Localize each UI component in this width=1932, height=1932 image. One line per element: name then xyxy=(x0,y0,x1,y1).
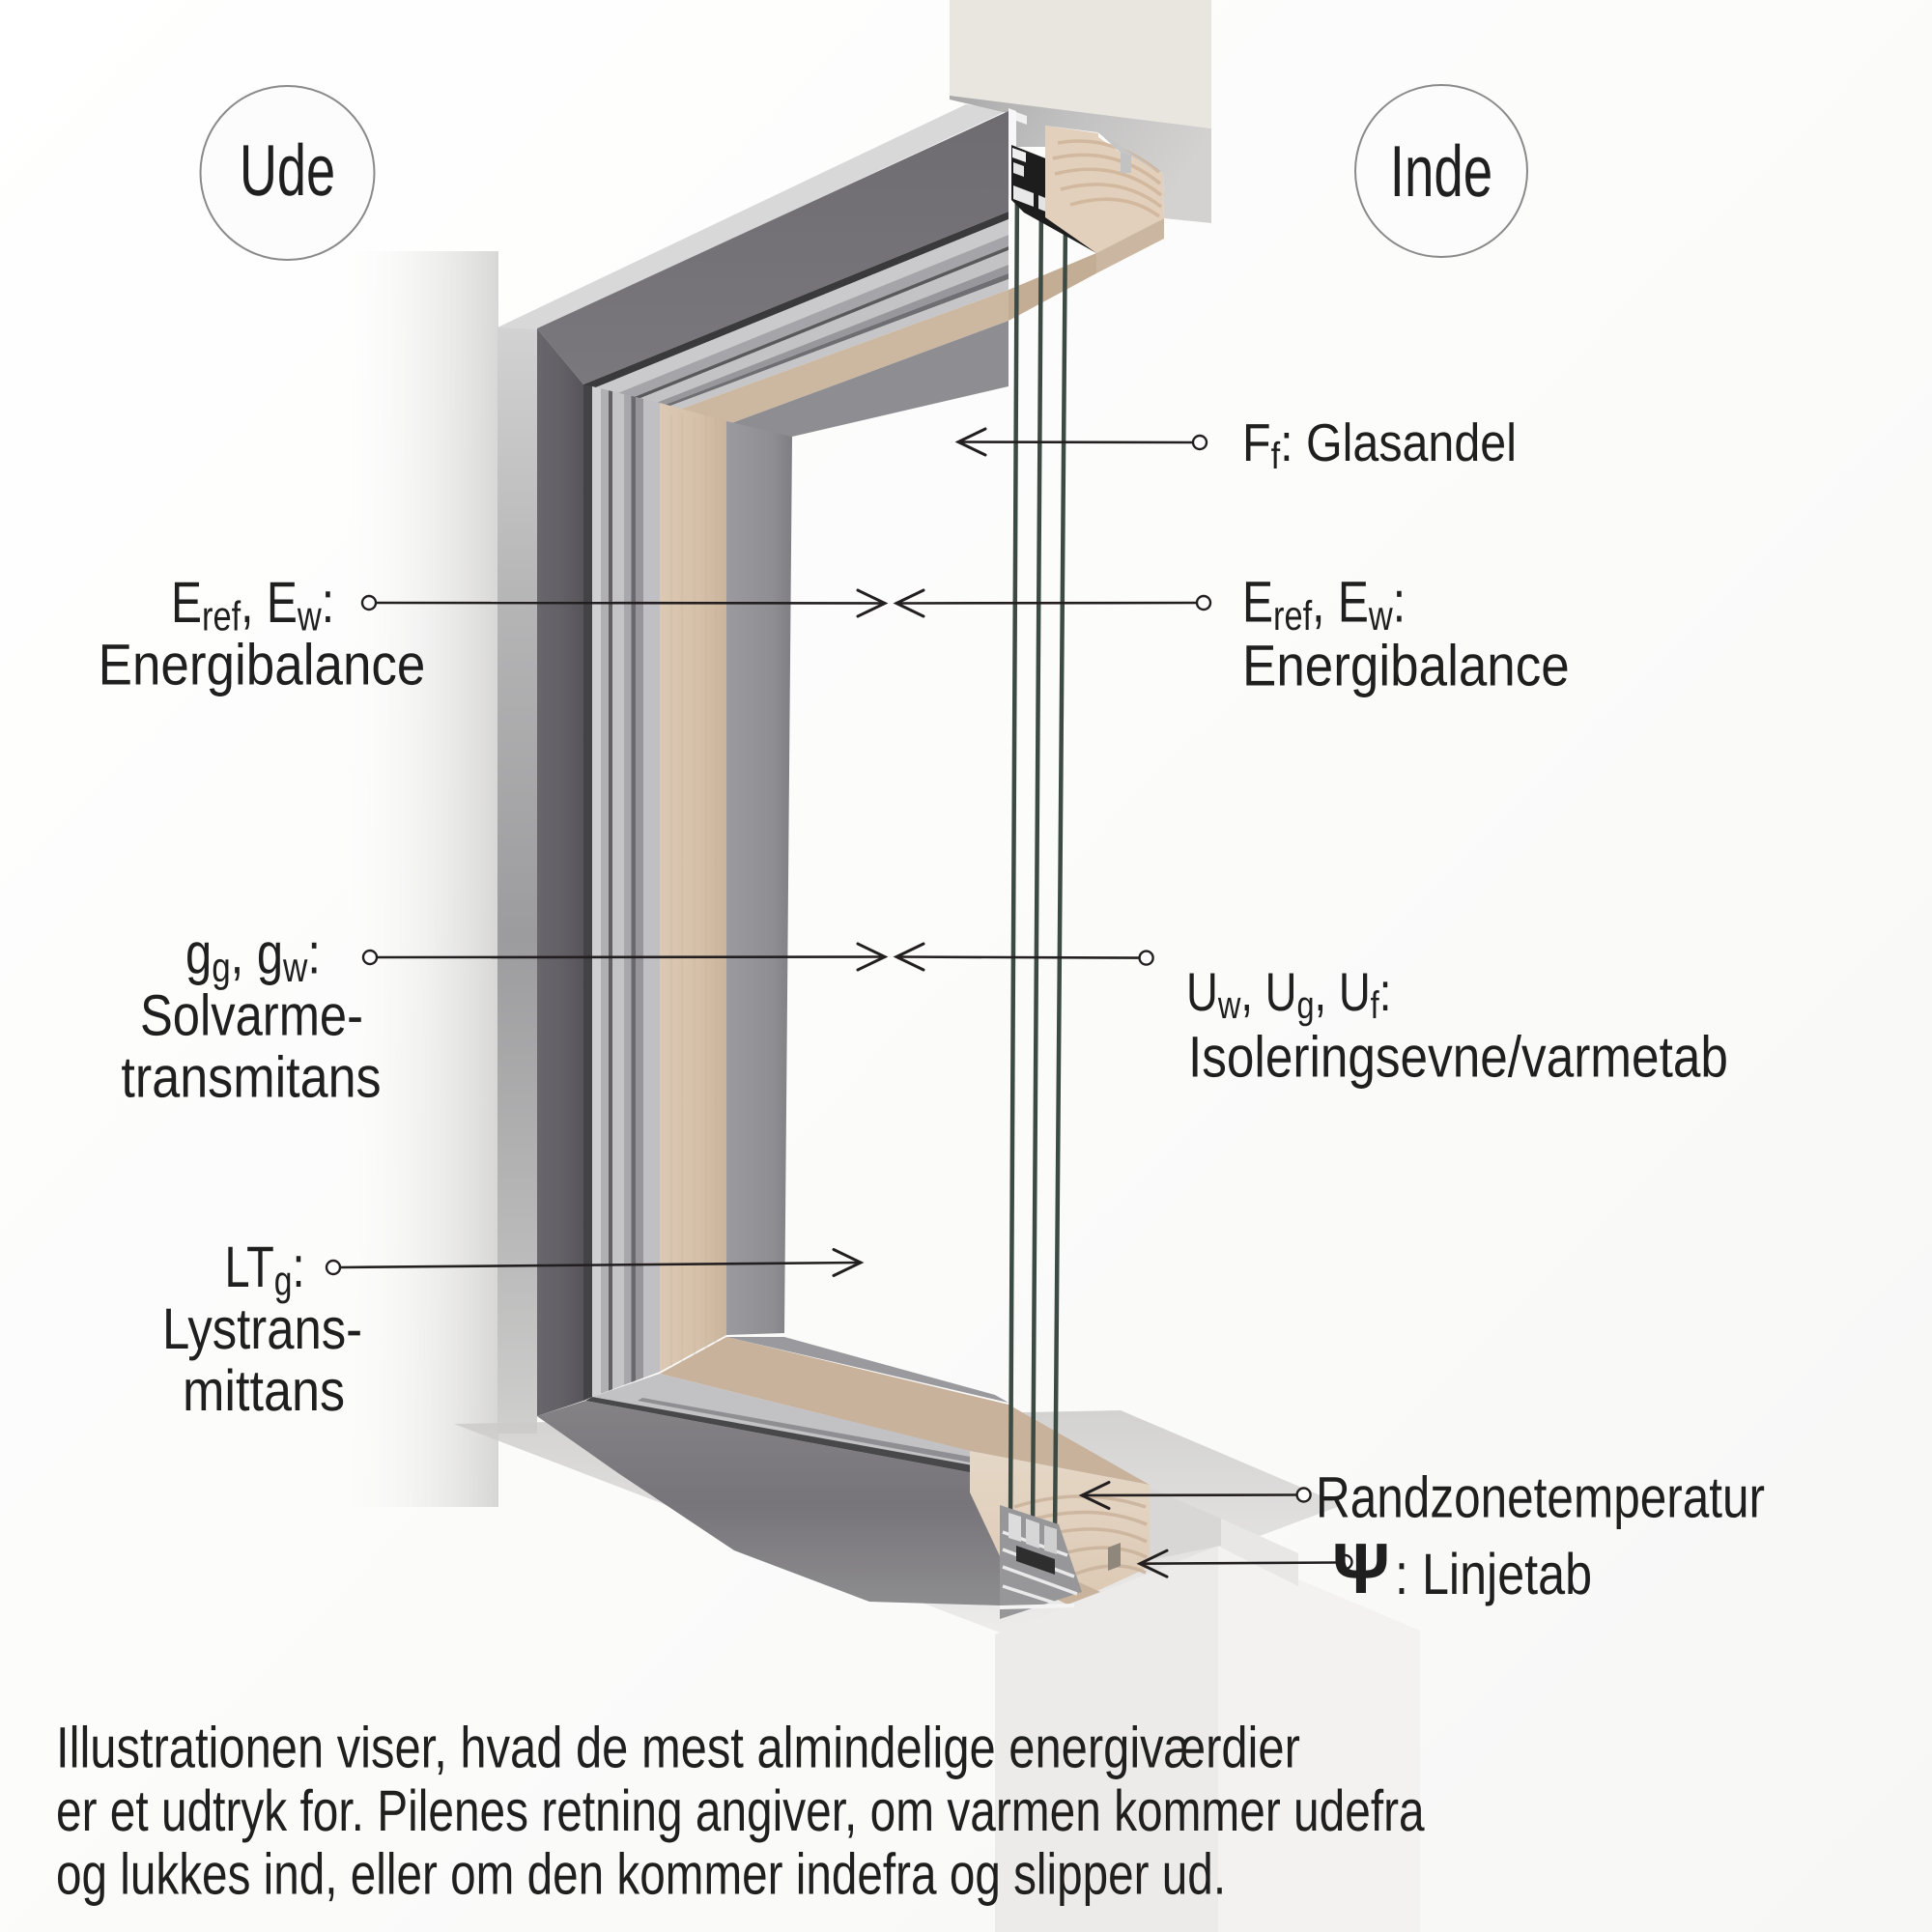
svg-text:Isoleringsevne/varmetab: Isoleringsevne/varmetab xyxy=(1188,1025,1728,1090)
svg-text:Solvarme-: Solvarme- xyxy=(140,983,363,1048)
svg-text:w: w xyxy=(1217,984,1240,1027)
svg-text:E: E xyxy=(1242,570,1273,635)
svg-text:, U: , U xyxy=(1240,961,1296,1022)
svg-text:og lukkes ind, eller om den ko: og lukkes ind, eller om den kommer indef… xyxy=(56,1842,1226,1907)
svg-text:U: U xyxy=(1186,961,1218,1022)
svg-text::: : xyxy=(322,570,334,635)
svg-text:Lystrans-: Lystrans- xyxy=(162,1296,362,1361)
svg-text:ref: ref xyxy=(202,594,242,640)
svg-text:f: f xyxy=(1371,984,1380,1027)
svg-text::: : xyxy=(1379,961,1392,1022)
svg-text:w: w xyxy=(282,945,308,991)
svg-text:F: F xyxy=(1242,412,1271,472)
svg-text:Energibalance: Energibalance xyxy=(1242,634,1570,698)
svg-text::: : xyxy=(292,1235,304,1299)
svg-text:Ψ: Ψ xyxy=(1332,1528,1390,1608)
svg-text:ref: ref xyxy=(1273,593,1313,639)
svg-text:, E: , E xyxy=(1312,570,1369,635)
svg-text:transmitans: transmitans xyxy=(121,1045,381,1110)
svg-text:w: w xyxy=(297,594,322,640)
svg-text:g: g xyxy=(274,1259,293,1305)
svg-text:, E: , E xyxy=(241,570,298,635)
svg-text:w: w xyxy=(1368,593,1393,639)
svg-text:, U: , U xyxy=(1315,961,1371,1022)
svg-text:er et udtryk for. Pilenes retn: er et udtryk for. Pilenes retning angive… xyxy=(56,1778,1425,1843)
svg-text:g: g xyxy=(185,922,212,986)
svg-text:g: g xyxy=(1296,984,1314,1027)
svg-text:Randzonetemperatur: Randzonetemperatur xyxy=(1316,1465,1765,1530)
svg-text:, g: , g xyxy=(231,922,283,986)
svg-text:Ude: Ude xyxy=(240,129,335,211)
svg-text::: : xyxy=(1393,570,1406,635)
svg-text:: Glasandel: : Glasandel xyxy=(1280,412,1517,472)
svg-text:mittans: mittans xyxy=(183,1358,345,1423)
svg-text:Energibalance: Energibalance xyxy=(99,633,426,697)
svg-text:f: f xyxy=(1271,436,1281,477)
svg-text:Illustrationen viser, hvad de: Illustrationen viser, hvad de mest almin… xyxy=(56,1716,1300,1780)
svg-text::: : xyxy=(307,922,321,986)
svg-text:LT: LT xyxy=(225,1235,274,1299)
svg-text:g: g xyxy=(212,945,230,991)
svg-text:E: E xyxy=(171,570,202,635)
svg-text:: Linjetab: : Linjetab xyxy=(1395,1542,1592,1606)
svg-text:Inde: Inde xyxy=(1390,130,1492,212)
